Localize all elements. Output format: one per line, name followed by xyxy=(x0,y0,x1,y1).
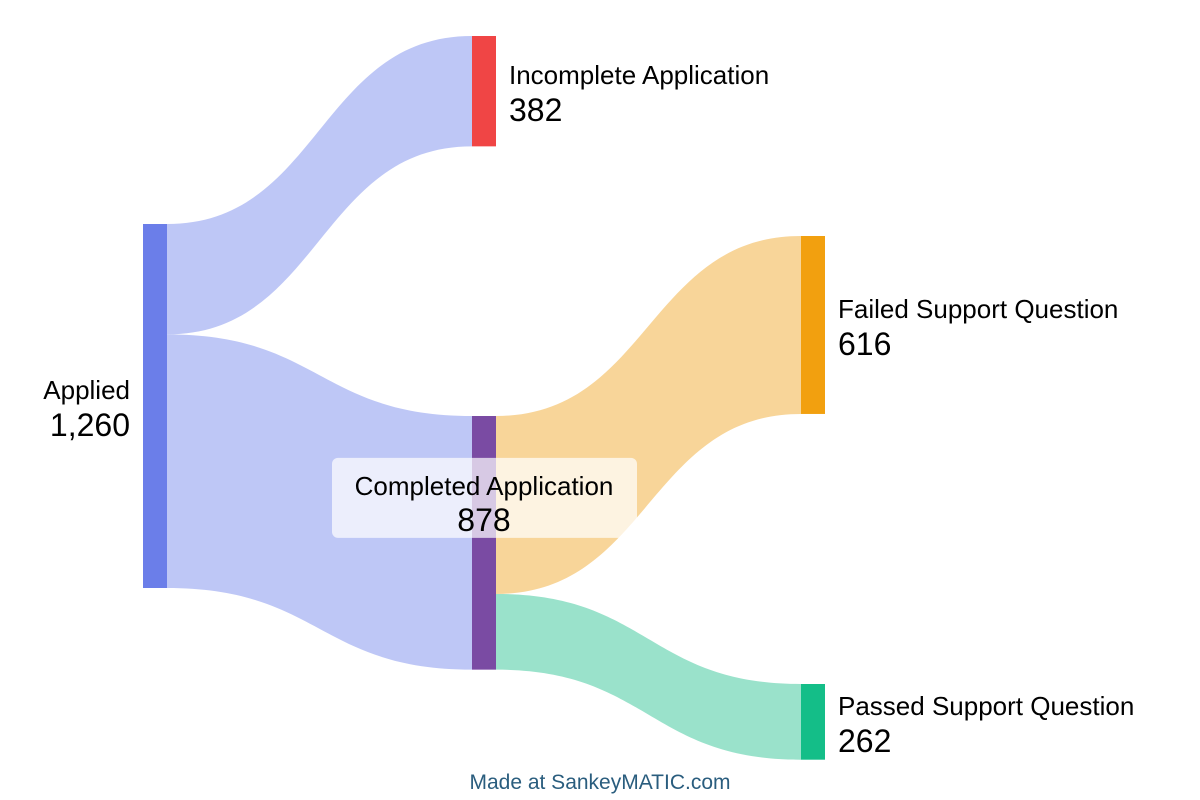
flow-layer xyxy=(167,36,801,760)
label-backdrop-completed xyxy=(332,457,637,538)
node-label-passed: Passed Support Question xyxy=(838,691,1134,721)
node-incomplete[interactable] xyxy=(472,36,496,147)
node-value-failed: 616 xyxy=(838,326,891,362)
node-applied[interactable] xyxy=(143,224,167,588)
node-passed[interactable] xyxy=(801,684,825,760)
flow-completed-to-passed[interactable] xyxy=(496,593,801,760)
node-failed[interactable] xyxy=(801,236,825,414)
node-label-completed: Completed Application xyxy=(355,471,614,501)
flow-applied-to-incomplete[interactable] xyxy=(167,36,472,335)
node-completed[interactable] xyxy=(472,416,496,670)
credit-text[interactable]: Made at SankeyMATIC.com xyxy=(469,771,730,794)
node-value-applied: 1,260 xyxy=(50,407,130,443)
node-value-incomplete: 382 xyxy=(509,92,562,128)
flow-completed-to-failed[interactable] xyxy=(496,236,801,594)
node-value-completed: 878 xyxy=(457,502,510,538)
node-label-failed: Failed Support Question xyxy=(838,294,1118,324)
node-label-applied: Applied xyxy=(43,375,130,405)
node-value-passed: 262 xyxy=(838,723,891,759)
flow-applied-to-completed[interactable] xyxy=(167,334,472,670)
node-label-incomplete: Incomplete Application xyxy=(509,60,769,90)
